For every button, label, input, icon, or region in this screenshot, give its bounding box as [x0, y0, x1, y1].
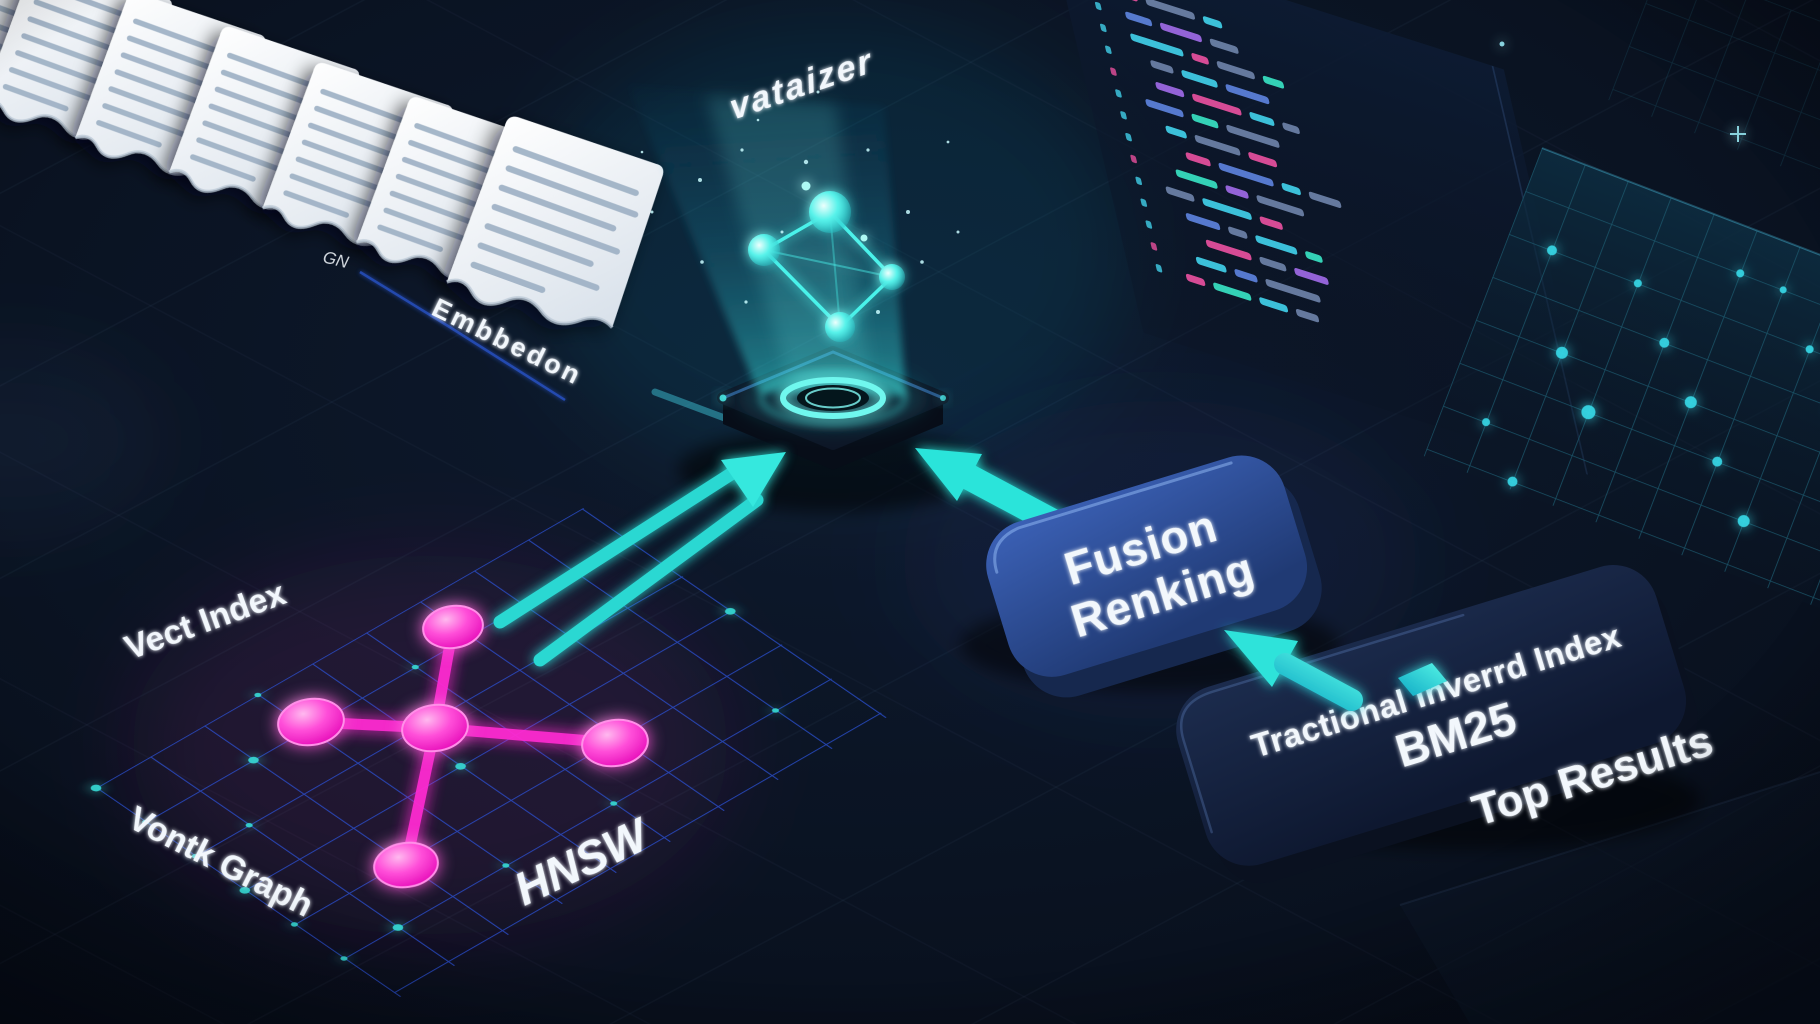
illustration-canvas: GN Embbedon	[0, 0, 1820, 1024]
vignette	[0, 0, 1820, 1024]
scene-illustration: GN Embbedon	[0, 0, 1820, 1024]
